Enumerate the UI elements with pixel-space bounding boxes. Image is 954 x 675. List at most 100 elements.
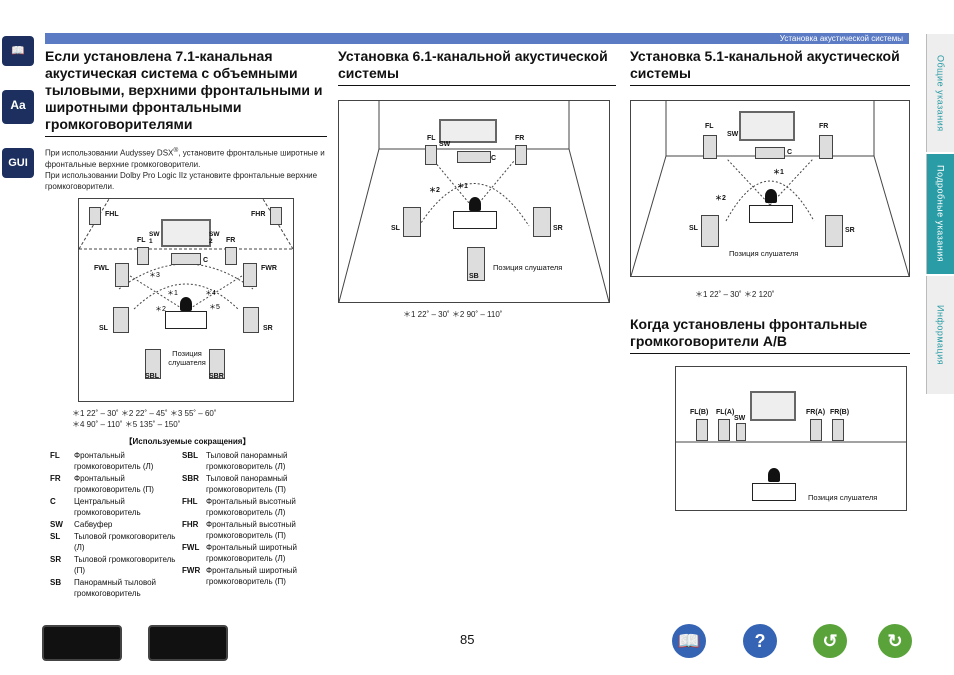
sbl-label: SBL <box>145 373 159 380</box>
abbr-key: FHR <box>182 520 199 529</box>
fhl-speaker-icon <box>89 207 101 225</box>
back-icon[interactable]: ↺ <box>813 624 847 658</box>
fr-speaker-icon-51 <box>819 135 833 159</box>
page-number: 85 <box>460 632 475 647</box>
listener-chair-icon-61 <box>453 211 497 229</box>
fl-speaker-icon-61 <box>425 145 437 165</box>
abbr-key: C <box>50 497 56 506</box>
index-tab-icon[interactable]: Aa <box>2 90 34 124</box>
receiver-rear-icon[interactable] <box>148 625 228 661</box>
svg-text:＊3: ＊3 <box>149 272 160 279</box>
sl-label-61: SL <box>391 225 400 232</box>
abbr-value: Тыловой панорамный громкоговоритель (П) <box>206 474 288 494</box>
fhr-label: FHR <box>251 211 266 218</box>
abbr-key: FWR <box>182 566 201 575</box>
fhr-speaker-icon <box>270 207 282 225</box>
fl-speaker-icon-51 <box>703 135 717 159</box>
sec61-angles: ＊1 22˚ – 30˚ ＊2 90˚ – 110˚ <box>403 310 503 319</box>
flb-label: FL(B) <box>690 409 709 416</box>
section-header-bar: Установка акустической системы <box>45 33 909 44</box>
abbr-value: Тыловой громкоговоритель (Л) <box>74 532 176 552</box>
fla-label: FL(A) <box>716 409 735 416</box>
sw2-label: SW 2 <box>209 231 220 245</box>
tab-general-label: Общие указания <box>935 54 946 132</box>
tv-icon-51 <box>739 111 795 141</box>
fwl-label: FWL <box>94 265 110 272</box>
abbr-value: Фронтальный широтный громкоговоритель (Л… <box>206 543 298 563</box>
contents-tab-icon[interactable]: 📖 <box>2 36 34 66</box>
abbr-key: FR <box>50 474 61 483</box>
sw-label-61: SW <box>439 141 451 148</box>
abbr-item: SB Панорамный тыловой громкоговоритель <box>50 577 180 599</box>
sbr-speaker-icon <box>209 349 225 379</box>
frb-speaker-icon <box>832 419 844 441</box>
abbr-key: SB <box>50 578 62 587</box>
flb-speaker-icon <box>696 419 708 441</box>
abbr-value: Фронтальный громкоговоритель (П) <box>74 474 154 494</box>
tab-information-label: Информация <box>935 304 946 366</box>
fl-label-51: FL <box>705 123 714 130</box>
receiver-front-icon[interactable] <box>42 625 122 661</box>
sec71-angles-row2: ＊4 90˚ – 110˚ ＊5 135˚ – 150˚ <box>72 420 181 429</box>
fr-label: FR <box>226 237 236 244</box>
secAB-title: Когда установлены фронтальные громкогово… <box>630 316 910 354</box>
fhl-label: FHL <box>105 211 119 218</box>
fwr-label: FWR <box>261 265 277 272</box>
abbr-key: SBR <box>182 474 199 483</box>
sl-label-51: SL <box>689 225 698 232</box>
diagram-ab: FL(B) FL(A) SW FR(A) FR(B) Позиция слуша… <box>675 366 907 511</box>
fr-speaker-icon-61 <box>515 145 527 165</box>
center-speaker-icon-61 <box>457 151 491 163</box>
center-speaker-icon <box>171 253 201 265</box>
sec51-angles: ＊1 22˚ – 30˚ ＊2 120˚ <box>695 290 775 299</box>
fwr-speaker-icon <box>243 263 257 287</box>
sec71-angles-row1: ＊1 22˚ – 30˚ ＊2 22˚ – 45˚ ＊3 55˚ – 60˚ <box>72 409 217 418</box>
sec71-note1b: , установите фронтальные широтные и фрон… <box>45 148 325 169</box>
tv-icon-ab <box>750 391 796 421</box>
listener-chair-icon <box>165 311 207 329</box>
fwl-speaker-icon <box>115 263 129 287</box>
listener-icon-61 <box>469 197 481 211</box>
svg-text:＊2: ＊2 <box>155 306 166 313</box>
c-label-61: C <box>491 155 497 162</box>
listener-position-label-61: Позиция слушателя <box>493 263 563 272</box>
svg-text:＊1: ＊1 <box>167 290 178 297</box>
sw1-label: SW 1 <box>149 231 160 245</box>
abbr-key: FWL <box>182 543 200 552</box>
tab-detailed[interactable]: Подробные указания <box>926 154 954 274</box>
abbr-value: Фронтальный широтный громкоговоритель (П… <box>206 566 298 586</box>
abbr-value: Тыловой громкоговоритель (П) <box>74 555 176 575</box>
abbr-value: Тыловой панорамный громкоговоритель (Л) <box>206 451 288 471</box>
tv-icon-61 <box>439 119 497 143</box>
tab-general[interactable]: Общие указания <box>926 34 954 152</box>
abbr-value: Фронтальный высотный громкоговоритель (Л… <box>206 497 296 517</box>
svg-text:＊4: ＊4 <box>205 290 216 297</box>
listener-position-label-51: Позиция слушателя <box>729 249 799 258</box>
listener-position-label-ab: Позиция слушателя <box>808 493 878 502</box>
sr-label-61: SR <box>553 225 563 232</box>
abbr-value: Панорамный тыловой громкоговоритель <box>74 578 157 598</box>
abbr-item: FR Фронтальный громкоговоритель (П) <box>50 473 180 495</box>
frb-label: FR(B) <box>830 409 850 416</box>
tab-information[interactable]: Информация <box>926 276 954 394</box>
gui-tab-icon[interactable]: GUI <box>2 148 34 178</box>
help-icon[interactable]: ? <box>743 624 777 658</box>
sl-speaker-icon-61 <box>403 207 421 237</box>
sec71-note1a: При использовании Audyssey DSX <box>45 148 174 158</box>
forward-icon[interactable]: ↻ <box>878 624 912 658</box>
sec71-title: Если установлена 7.1-канальная акустичес… <box>45 48 327 137</box>
sb-speaker-icon-61 <box>467 247 485 281</box>
diagram-61: FL FR SW C ＊2 ＊1 SL SR SB Позиция слушат… <box>338 100 610 303</box>
sw-label-51: SW <box>727 131 739 138</box>
sb-label-61: SB <box>469 273 479 280</box>
diagram-61-lines <box>339 101 609 302</box>
book-icon[interactable]: 📖 <box>672 624 706 658</box>
abbr-key: SBL <box>182 451 198 460</box>
listener-chair-icon-51 <box>749 205 793 223</box>
sl-speaker-icon-51 <box>701 215 719 247</box>
